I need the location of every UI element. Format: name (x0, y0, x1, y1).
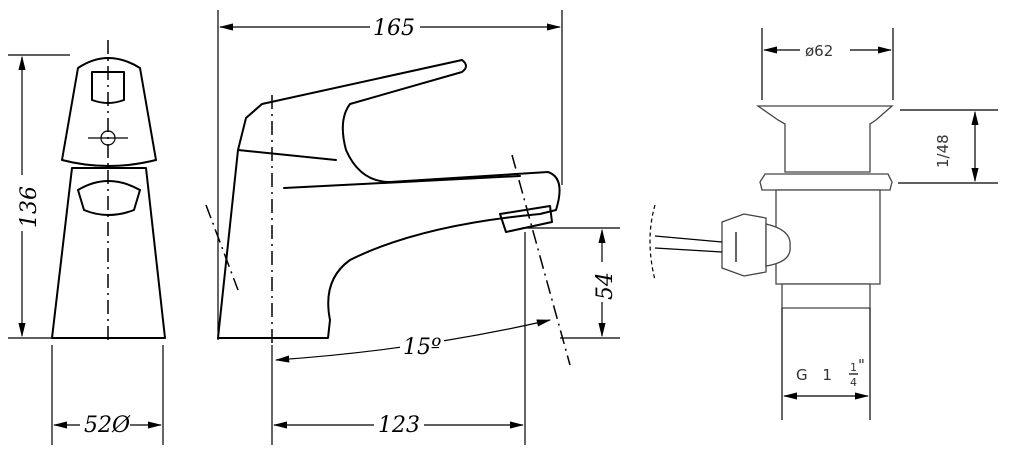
dimension-spout-height: 54 (522, 227, 620, 339)
dimension-label-spout-height: 54 (593, 272, 618, 300)
dimension-angle: 15º (274, 319, 552, 363)
thread-inch-mark: " (858, 356, 865, 374)
dimension-label-spout-reach: 123 (378, 413, 420, 438)
dimension-thread: G 1 1 4 " (782, 356, 870, 400)
side-view: 165 54 15º 123 (205, 10, 620, 445)
dimension-width: 52Ø (51, 345, 164, 445)
thread-fraction-numerator: 1 (850, 361, 857, 374)
waste-view: ø62 1/48 G 1 1 4 " (649, 28, 998, 420)
dimension-height: 136 (8, 54, 70, 339)
dimension-length: 165 (217, 10, 563, 340)
dimension-label-length: 165 (373, 16, 415, 41)
dimension-label-flange-height: 1/48 (934, 134, 952, 168)
dimension-label-angle: 15º (403, 335, 441, 360)
dimension-diameter: ø62 (761, 28, 894, 100)
front-view: 136 52Ø (8, 40, 166, 445)
dimension-label-width: 52Ø (84, 413, 131, 438)
dimension-label-diameter: ø62 (805, 42, 833, 60)
thread-label: G 1 (796, 366, 832, 384)
dimension-spout-reach: 123 (271, 232, 526, 445)
thread-fraction-denominator: 4 (850, 376, 857, 389)
dimension-flange-height: 1/48 (898, 109, 998, 184)
dimension-label-height: 136 (17, 186, 42, 228)
